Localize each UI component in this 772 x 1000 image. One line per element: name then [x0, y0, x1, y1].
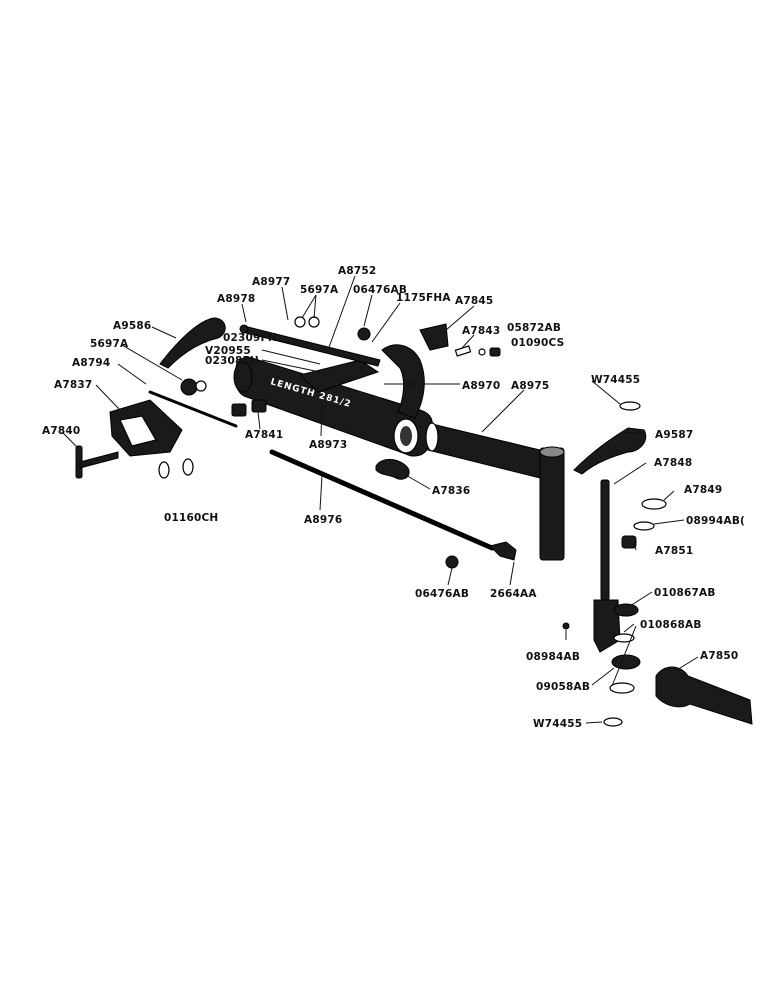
small-rod-part — [148, 390, 238, 428]
label-w74455-bottom: W74455 — [533, 718, 582, 730]
label-a8975: A8975 — [511, 380, 549, 392]
label-a7850: A7850 — [700, 650, 738, 662]
bolt-part — [75, 445, 119, 479]
label-a7836: A7836 — [432, 485, 470, 497]
top-tie-rod-part — [239, 324, 381, 367]
label-2664aa: 2664AA — [490, 588, 537, 600]
label-5697a-top: 5697A — [300, 284, 339, 296]
label-w74455-top: W74455 — [591, 374, 640, 386]
label-08984ab: 08984AB — [526, 651, 580, 663]
nut-part — [308, 316, 320, 328]
label-a7849: A7849 — [684, 484, 722, 496]
axle-beam-part: LENGTH 281/2 — [233, 344, 433, 457]
label-a8973: A8973 — [309, 439, 347, 451]
label-05872ab: 05872AB — [507, 322, 561, 334]
label-a8970: A8970 — [462, 380, 500, 392]
bearing-part — [613, 603, 639, 617]
label-a8976: A8976 — [304, 514, 342, 526]
label-v20955: V20955 — [205, 345, 251, 357]
label-a7843: A7843 — [462, 325, 500, 337]
label-a8752: A8752 — [338, 265, 376, 277]
washer-part — [603, 717, 623, 727]
label-a7837: A7837 — [54, 379, 92, 391]
label-a8977: A8977 — [252, 276, 290, 288]
label-010867ab: 010867AB — [654, 587, 716, 599]
label-01090cs: 01090CS — [511, 337, 564, 349]
label-a7845: A7845 — [455, 295, 493, 307]
bushing-part — [251, 399, 267, 413]
long-rod-part — [269, 449, 495, 551]
label-a7848: A7848 — [654, 457, 692, 469]
label-a9587: A9587 — [655, 429, 693, 441]
nut-part — [195, 380, 207, 392]
axle-extension-part — [425, 422, 565, 561]
bracket-part — [109, 399, 183, 457]
pin-part — [454, 345, 472, 357]
label-a8978: A8978 — [217, 293, 255, 305]
label-01160ch: 01160CH — [164, 512, 218, 524]
bushing-part — [231, 403, 247, 417]
washer-part — [613, 633, 635, 643]
bushing-part — [621, 535, 637, 549]
label-02309fh: 02309FH — [223, 332, 277, 344]
pin-part — [478, 348, 486, 356]
tie-rod-end-part — [489, 541, 517, 561]
nut-part — [180, 378, 198, 396]
nut-part — [357, 327, 371, 341]
washer-part — [158, 461, 170, 479]
part-number-labels: A8977 A8752 5697A 06476AB 1175FHA A7845 … — [42, 265, 745, 730]
steering-arm-right-part — [573, 427, 647, 475]
washer-part — [619, 401, 641, 411]
label-09058ab: 09058AB — [536, 681, 590, 693]
pin-part — [489, 347, 501, 357]
nut-part — [294, 316, 306, 328]
label-08994ab: 08994AB( — [686, 515, 745, 527]
washer-part — [182, 458, 194, 476]
label-a8794: A8794 — [72, 357, 110, 369]
bearing-part — [611, 654, 641, 670]
steering-arm-part — [159, 317, 226, 369]
knuckle-part — [655, 666, 753, 725]
washer-part — [633, 521, 655, 531]
label-02308fh: 02308FH — [205, 355, 259, 367]
label-1175fha: 1175FHA — [396, 292, 451, 304]
spindle-part — [593, 479, 621, 653]
leader-lines — [61, 275, 699, 724]
label-a7840: A7840 — [42, 425, 80, 437]
label-010868ab: 010868AB — [640, 619, 702, 631]
mount-bracket-part — [419, 323, 449, 351]
label-a7851: A7851 — [655, 545, 693, 557]
label-a9586: A9586 — [113, 320, 151, 332]
clamp-part — [375, 459, 410, 480]
washer-part — [609, 682, 635, 694]
label-06476ab-bottom: 06476AB — [415, 588, 469, 600]
label-06476ab-top: 06476AB — [353, 284, 407, 296]
label-a7841: A7841 — [245, 429, 283, 441]
label-5697a-left: 5697A — [90, 338, 129, 350]
washer-part — [641, 498, 667, 510]
nut-part — [445, 555, 459, 569]
pin-part — [562, 622, 570, 630]
